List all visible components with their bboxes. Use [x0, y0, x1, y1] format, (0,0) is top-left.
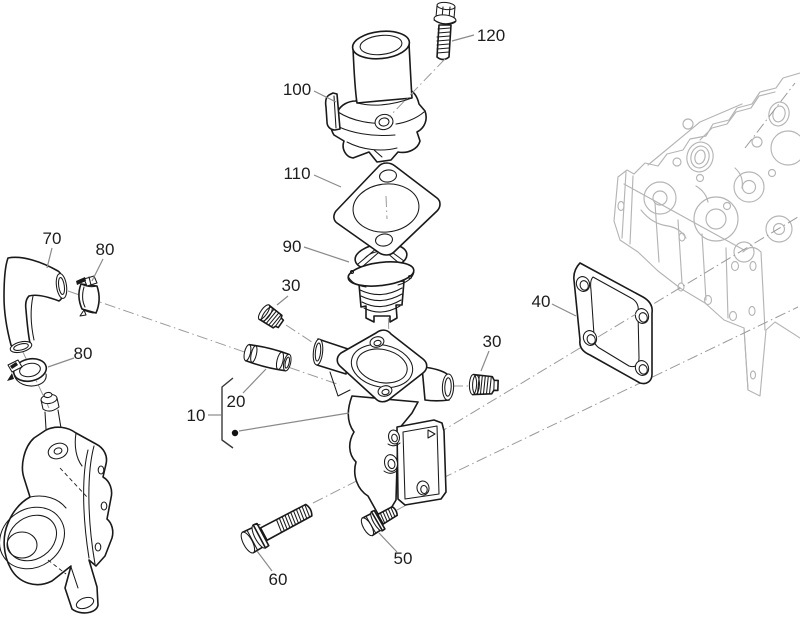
- part-number-label: 70: [43, 229, 62, 248]
- leader-line: [451, 34, 475, 42]
- gasket-block: [573, 262, 653, 385]
- part-number-label: 120: [477, 26, 505, 45]
- callout-layer: 120 100 110 90 30 30 40 70 80 80 10 20 50 60: [43, 26, 577, 589]
- plug-left: [257, 304, 285, 329]
- flange-bolt-120: [433, 1, 457, 61]
- part-number-label: 30: [282, 276, 301, 295]
- thermostat-cover: [324, 30, 427, 163]
- leader-line: [480, 350, 490, 372]
- water-pump: [0, 391, 114, 614]
- callout-dot: [231, 429, 239, 437]
- part-number-label: 80: [74, 344, 93, 363]
- leader-line: [47, 357, 75, 368]
- part-number-label: 80: [96, 240, 115, 259]
- housing-bolt-50: [360, 505, 399, 537]
- housing-bolt-60: [240, 503, 313, 554]
- leader-line: [303, 246, 350, 263]
- coolant-hose: [3, 256, 68, 354]
- part-number-label: 40: [532, 292, 551, 311]
- leader-line: [256, 550, 273, 572]
- callout-bracket: [221, 377, 234, 449]
- leader-line: [551, 303, 577, 317]
- part-number-label: 30: [483, 332, 502, 351]
- leader-line: [276, 295, 289, 306]
- leader-line: [91, 258, 104, 282]
- gasket-cover: [333, 162, 441, 256]
- bypass-pipe: [243, 343, 292, 372]
- part-number-label: 60: [269, 570, 288, 589]
- leader-line: [313, 174, 342, 188]
- leader-line: [46, 247, 53, 269]
- part-number-label: 50: [394, 549, 413, 568]
- centerline-overlays: [385, 58, 637, 338]
- part-number-label: 90: [283, 237, 302, 256]
- leader-line: [242, 368, 267, 394]
- part-number-label: 20: [227, 392, 246, 411]
- leader-line: [378, 532, 398, 553]
- thermostat-housing: [312, 329, 455, 515]
- plug-right: [468, 373, 499, 396]
- engine-block-cylinder-head: [613, 72, 800, 397]
- leader-line: [313, 90, 337, 103]
- part-number-label: 110: [283, 164, 310, 183]
- part-number-label: 100: [283, 80, 311, 99]
- leader-line: [238, 412, 350, 432]
- hose-clamp-upper: [76, 275, 100, 317]
- part-number-label: 10: [187, 406, 206, 425]
- hose-clamp-lower: [7, 357, 48, 387]
